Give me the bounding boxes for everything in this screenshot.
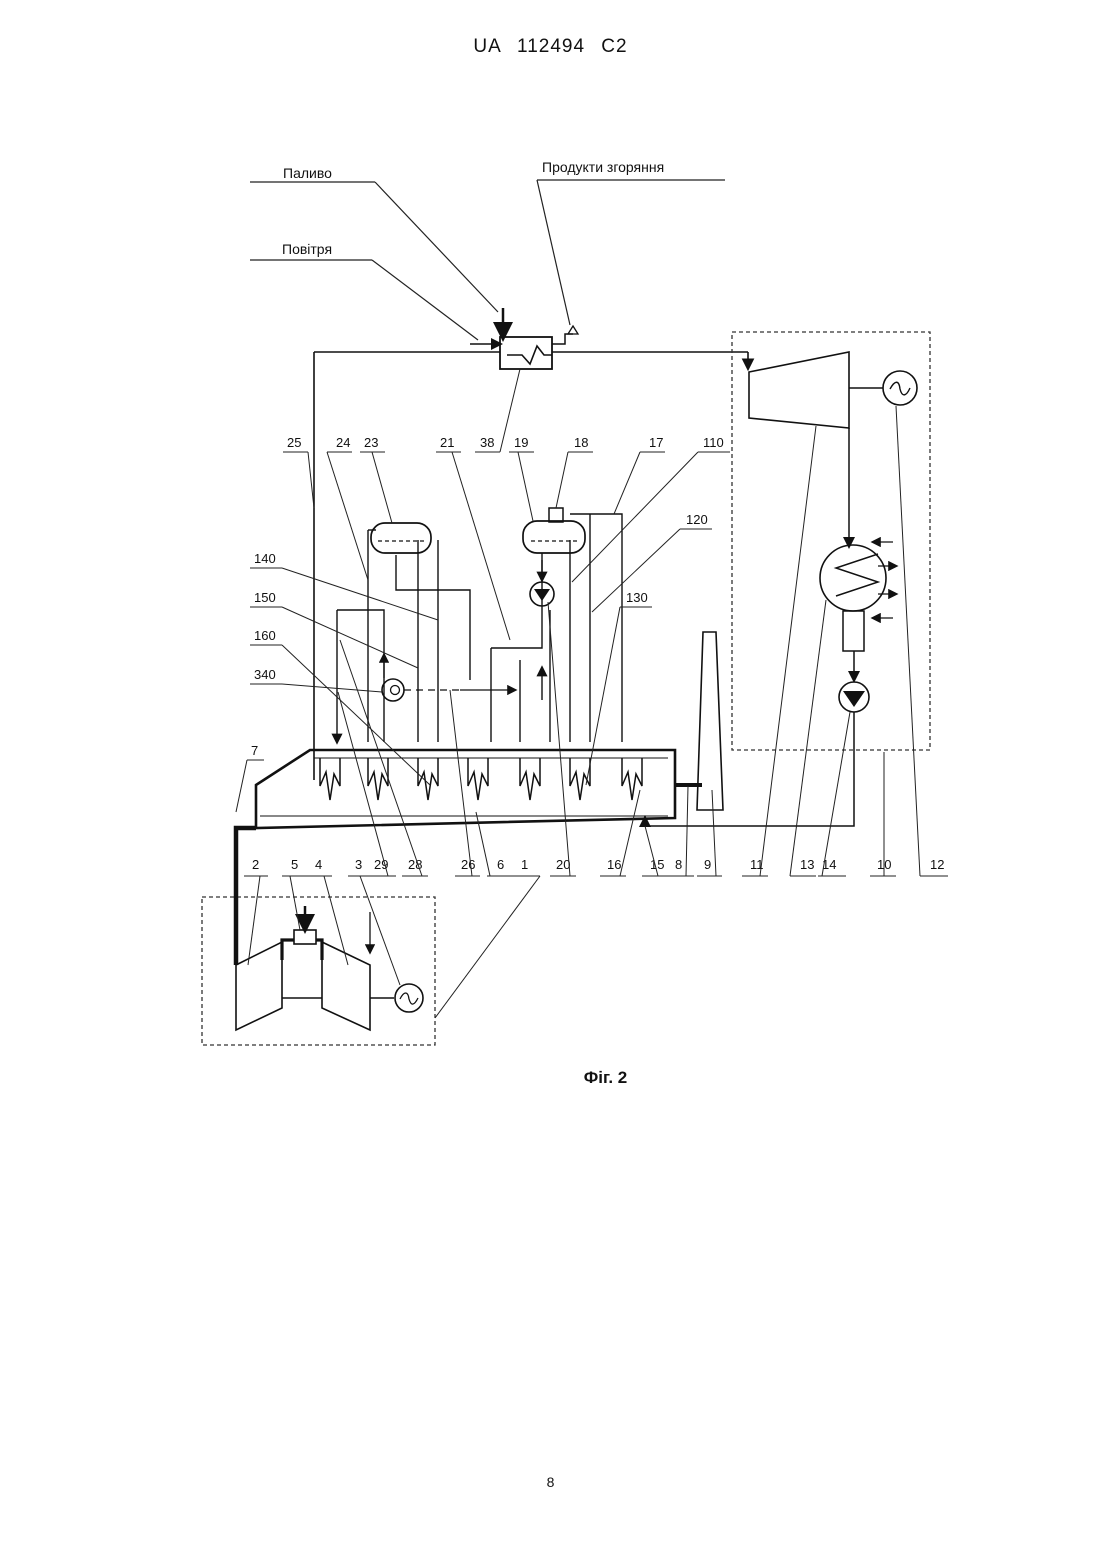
low-pressure-drum xyxy=(371,523,431,553)
fuel-label-group: Паливо xyxy=(250,165,498,312)
svg-text:4: 4 xyxy=(315,857,322,872)
svg-text:12: 12 xyxy=(930,857,944,872)
svg-text:3: 3 xyxy=(355,857,362,872)
svg-text:24: 24 xyxy=(336,435,350,450)
svg-text:19: 19 xyxy=(514,435,528,450)
bottom-reference-labels: 2 5 4 3 29 28 26 6 1 20 16 15 8 9 11 13 … xyxy=(244,406,948,1018)
svg-text:1: 1 xyxy=(521,857,528,872)
svg-text:26: 26 xyxy=(461,857,475,872)
svg-text:8: 8 xyxy=(675,857,682,872)
svg-text:9: 9 xyxy=(704,857,711,872)
svg-text:110: 110 xyxy=(703,435,724,450)
high-pressure-drum xyxy=(523,508,585,553)
air-label: Повітря xyxy=(282,241,332,257)
svg-text:150: 150 xyxy=(254,590,276,605)
circulation-pump xyxy=(530,553,554,606)
svg-text:6: 6 xyxy=(497,857,504,872)
svg-text:13: 13 xyxy=(800,857,814,872)
air-label-group: Повітря xyxy=(250,241,478,340)
svg-text:17: 17 xyxy=(649,435,663,450)
figure-caption: Фіг. 2 xyxy=(0,1068,1101,1088)
condenser xyxy=(820,542,896,651)
svg-text:130: 130 xyxy=(626,590,648,605)
heating-surfaces xyxy=(320,758,642,800)
svg-text:21: 21 xyxy=(440,435,454,450)
combustion-products-label-group: Продукти згоряння xyxy=(537,159,725,325)
fuel-label: Паливо xyxy=(283,165,332,181)
fuel-heater xyxy=(470,308,578,369)
steam-turbine xyxy=(749,352,883,428)
svg-text:160: 160 xyxy=(254,628,276,643)
svg-text:18: 18 xyxy=(574,435,588,450)
combustion-products-label: Продукти згоряння xyxy=(542,159,664,175)
page-number: 8 xyxy=(0,1474,1101,1490)
riser-pipes xyxy=(337,514,622,742)
svg-text:340: 340 xyxy=(254,667,276,682)
steam-turbine-block xyxy=(732,332,930,750)
steam-generator xyxy=(883,371,917,405)
svg-text:7: 7 xyxy=(251,743,258,758)
svg-text:25: 25 xyxy=(287,435,301,450)
booster-fan xyxy=(382,655,515,701)
condensate-pump xyxy=(839,682,869,712)
svg-text:16: 16 xyxy=(607,857,621,872)
top-reference-labels: 25 24 23 21 38 19 18 17 110 120 xyxy=(283,369,730,640)
svg-text:2: 2 xyxy=(252,857,259,872)
svg-text:5: 5 xyxy=(291,857,298,872)
svg-text:120: 120 xyxy=(686,512,708,527)
gas-turbine-unit xyxy=(236,828,423,1030)
svg-text:140: 140 xyxy=(254,551,276,566)
svg-text:23: 23 xyxy=(364,435,378,450)
svg-text:15: 15 xyxy=(650,857,664,872)
svg-text:38: 38 xyxy=(480,435,494,450)
